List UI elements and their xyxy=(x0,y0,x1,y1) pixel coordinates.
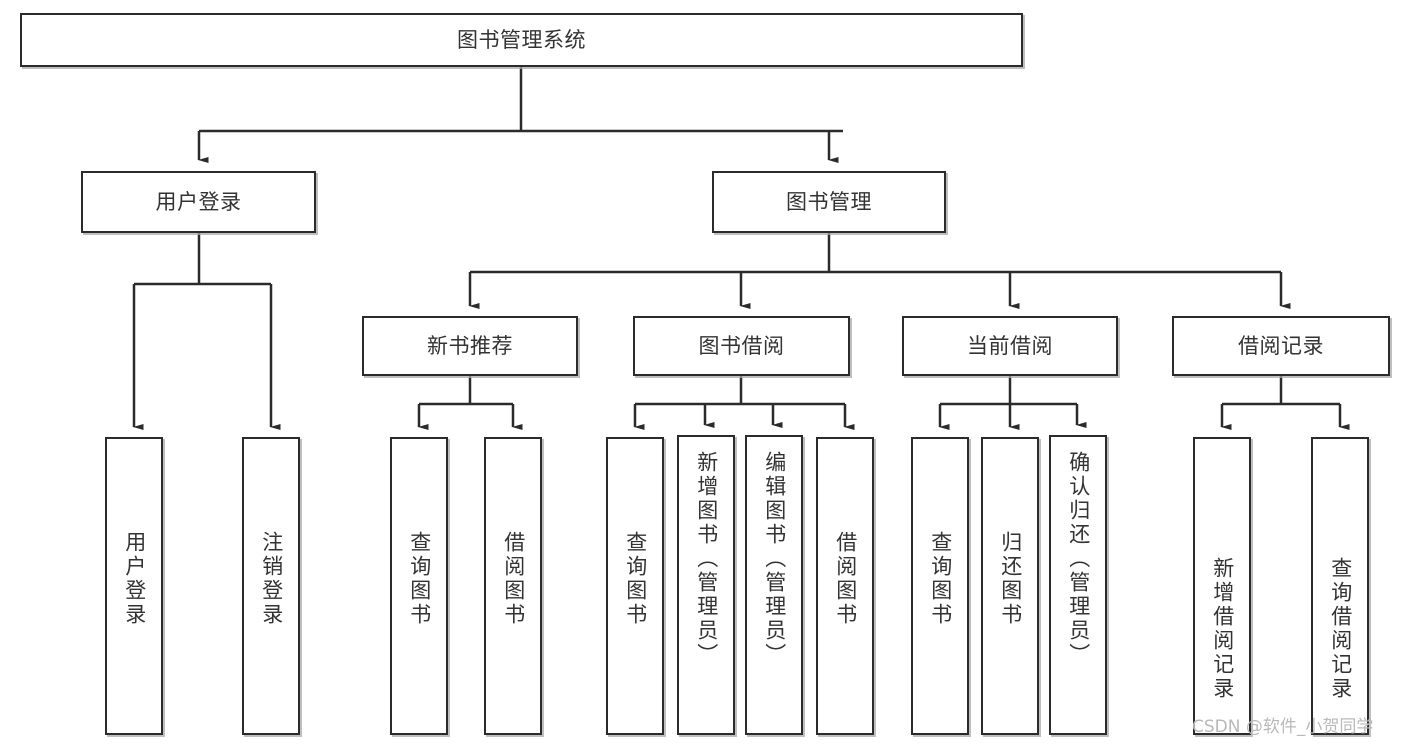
node-current-borrow[interactable]: 当前借阅 xyxy=(902,316,1118,376)
node-label: 查询图书 xyxy=(407,531,432,627)
node-label: 新书推荐 xyxy=(427,333,513,358)
node-label: 借阅图书 xyxy=(833,531,858,627)
node-label: 图书管理系统 xyxy=(457,27,586,52)
node-leaf-query-borrow-record[interactable]: 查询借阅记录 xyxy=(1311,437,1369,735)
node-label: 借阅图书 xyxy=(501,531,526,627)
node-label: 查询图书 xyxy=(928,531,953,627)
node-borrow-record[interactable]: 借阅记录 xyxy=(1172,316,1390,376)
node-new-book-recommend[interactable]: 新书推荐 xyxy=(362,316,578,376)
node-root-book-management-system[interactable]: 图书管理系统 xyxy=(20,13,1023,67)
node-leaf-borrow-book-recommend[interactable]: 借阅图书 xyxy=(484,437,542,735)
node-label: 用户登录 xyxy=(122,531,147,627)
node-label: 归还图书 xyxy=(998,531,1023,627)
node-label: 借阅记录 xyxy=(1238,333,1324,358)
node-label: 查询借阅记录 xyxy=(1328,557,1353,701)
node-label: 当前借阅 xyxy=(967,333,1053,358)
node-label: 确认归还（管理员） xyxy=(1066,451,1091,667)
node-label: 编辑图书（管理员） xyxy=(762,451,787,667)
watermark-csdn: CSDN @软件_小贺同学 xyxy=(1192,717,1374,737)
node-label: 图书管理 xyxy=(786,189,872,214)
node-label: 新增借阅记录 xyxy=(1210,557,1235,701)
node-leaf-user-login[interactable]: 用户登录 xyxy=(105,437,163,735)
node-leaf-borrow-book[interactable]: 借阅图书 xyxy=(816,437,874,735)
node-leaf-query-book-borrow[interactable]: 查询图书 xyxy=(606,437,664,735)
node-label: 图书借阅 xyxy=(698,333,785,358)
node-label: 查询图书 xyxy=(623,531,648,627)
node-label: 用户登录 xyxy=(155,189,242,214)
node-leaf-add-borrow-record[interactable]: 新增借阅记录 xyxy=(1193,437,1251,735)
node-book-borrow[interactable]: 图书借阅 xyxy=(633,316,850,376)
node-leaf-query-book-recommend[interactable]: 查询图书 xyxy=(390,437,448,735)
node-leaf-query-book-current[interactable]: 查询图书 xyxy=(911,437,969,735)
node-leaf-return-book[interactable]: 归还图书 xyxy=(981,437,1039,735)
node-user-login[interactable]: 用户登录 xyxy=(81,171,316,233)
node-leaf-confirm-return-admin[interactable]: 确认归还（管理员） xyxy=(1049,435,1107,735)
node-leaf-logout[interactable]: 注销登录 xyxy=(242,437,300,735)
node-leaf-add-book-admin[interactable]: 新增图书（管理员） xyxy=(677,435,735,735)
node-leaf-edit-book-admin[interactable]: 编辑图书（管理员） xyxy=(745,435,803,735)
node-label: 注销登录 xyxy=(259,531,284,627)
node-book-management[interactable]: 图书管理 xyxy=(712,171,946,233)
node-label: 新增图书（管理员） xyxy=(694,451,719,667)
